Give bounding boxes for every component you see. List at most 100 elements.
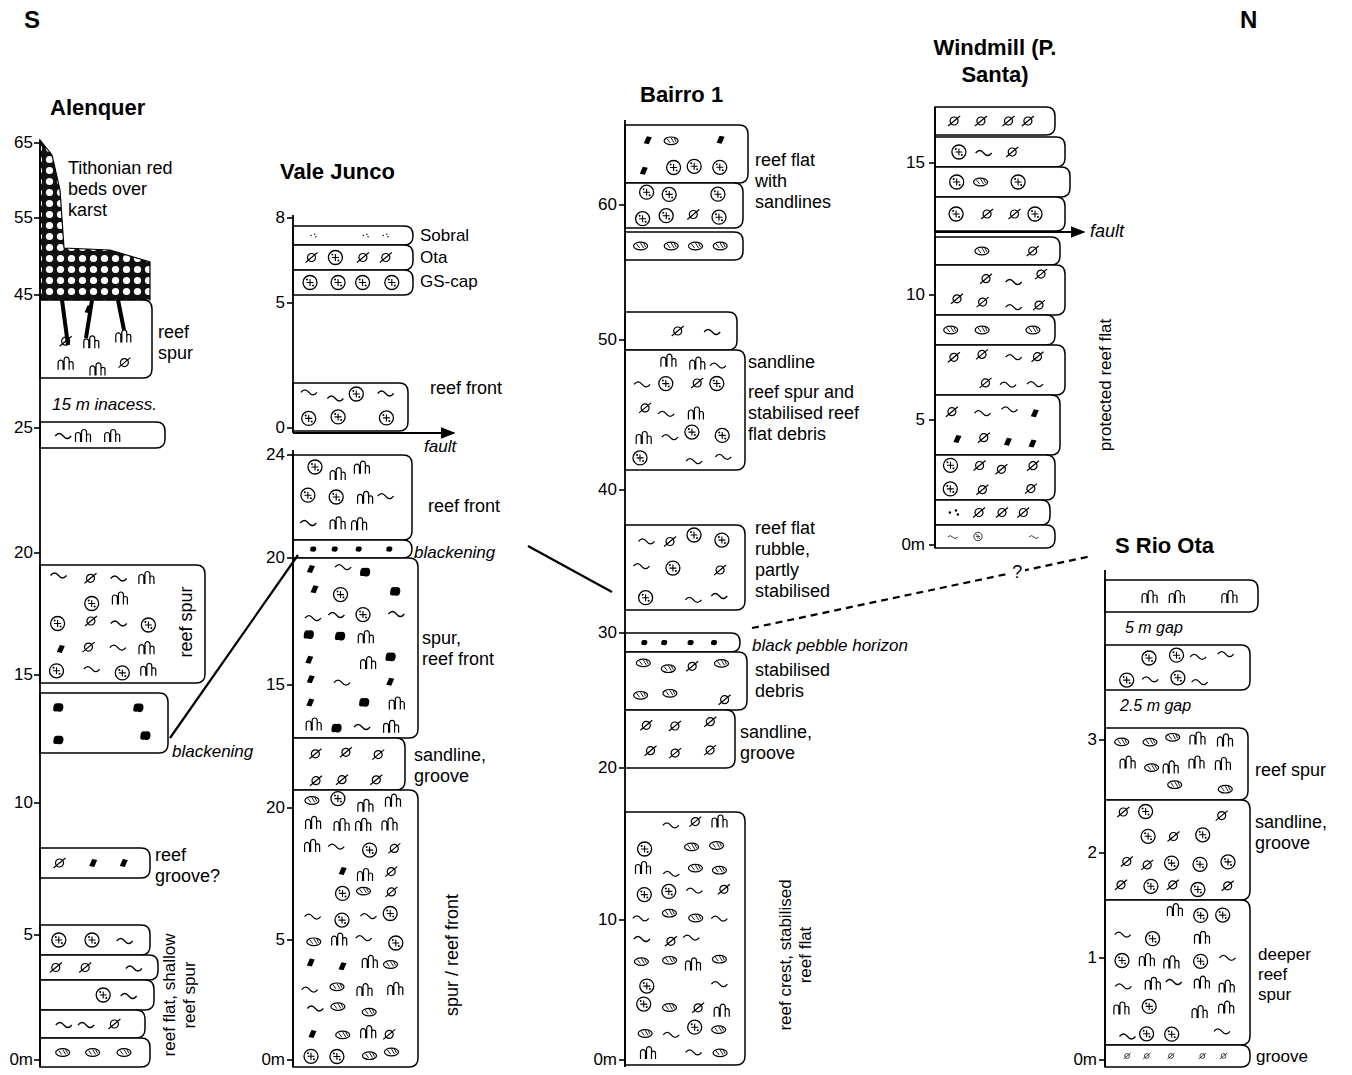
scale-tick [619, 919, 625, 921]
fossil-symbol [973, 508, 985, 518]
fossil-symbol [352, 518, 367, 531]
fossil-symbol [1115, 954, 1129, 968]
fossil-symbol [79, 963, 91, 973]
scale-number: 0m [0, 1050, 33, 1070]
fossil-symbol [1214, 1029, 1230, 1034]
fossil-symbol [383, 1029, 395, 1039]
fault-arrow [935, 231, 1084, 233]
section-column: S Rio Ota [1092, 528, 1262, 1070]
fossil-symbol [1144, 879, 1158, 893]
fossil-symbol [664, 137, 678, 145]
fossil-symbol [1027, 246, 1039, 256]
fossil-symbol [710, 842, 724, 850]
fossil-symbol [1025, 484, 1037, 494]
fossil-symbol [121, 994, 137, 999]
fossil-symbol [1142, 591, 1157, 604]
fossil-symbol [1219, 1001, 1234, 1014]
bed-outline [40, 1038, 150, 1067]
axis-line [934, 107, 936, 548]
correlation-line [528, 546, 612, 592]
fossil-symbol [1190, 654, 1206, 659]
fossil-symbol [634, 937, 650, 942]
fossil-symbol [1164, 956, 1179, 969]
fossil-symbol [309, 749, 321, 759]
karst-fissures [62, 300, 124, 345]
fossil-symbol [1120, 673, 1134, 687]
fossil-symbol [686, 459, 702, 464]
fossil-symbol [389, 936, 403, 950]
scale-number: 15 [881, 153, 925, 173]
fossil-symbol [385, 1048, 399, 1056]
bed-outline [40, 848, 150, 878]
fossil-symbol [356, 547, 362, 552]
fossil-symbol [1191, 883, 1205, 897]
fossil-symbol [378, 391, 394, 396]
section-column: Alenquer [28, 92, 170, 1070]
fossil-symbol [948, 116, 960, 126]
fossil-symbol [669, 748, 681, 758]
scale-tick [619, 204, 625, 206]
bed-outline [625, 652, 747, 710]
fossil-symbol [386, 547, 392, 552]
scale-tick [287, 302, 293, 304]
fossil-symbol [90, 363, 105, 376]
bed-outline [935, 167, 1070, 197]
fossil-symbol [712, 955, 726, 963]
fossil-symbol [96, 988, 110, 1002]
fossil-symbol [638, 1030, 652, 1038]
scale-tick [929, 294, 935, 296]
fossil-symbol [1006, 355, 1022, 360]
fossil-symbol [710, 377, 724, 391]
fossil-symbol [305, 656, 313, 664]
fossil-symbol [1168, 781, 1182, 789]
fossil-symbol [1165, 1027, 1179, 1041]
fossil-symbol [1196, 828, 1210, 842]
scale-number: 5 [881, 410, 925, 430]
fossil-symbol [361, 1026, 376, 1039]
fossil-symbol [1117, 807, 1129, 817]
bed-outline [935, 197, 1065, 231]
fossil-symbol [1114, 1002, 1129, 1015]
fossil-symbol [1139, 805, 1153, 819]
scale-number: 10 [573, 910, 617, 930]
facies-label: 2.5 m gap [1120, 697, 1191, 716]
fossil-symbol [686, 888, 702, 893]
fossil-symbol [108, 1019, 120, 1029]
fossil-symbol [691, 378, 703, 388]
fossil-symbol [715, 533, 729, 547]
fossil-symbol [662, 435, 678, 440]
fossil-symbol [712, 1026, 726, 1034]
bed-outline [40, 422, 165, 448]
scale-tick [619, 489, 625, 491]
fossil-symbol [300, 521, 316, 526]
scale-tick [929, 419, 935, 421]
fossil-symbol [354, 725, 370, 730]
fossil-symbol [58, 357, 73, 370]
bed-outline [1105, 1045, 1250, 1067]
fossil-symbol [1141, 829, 1155, 843]
scale-number: 20 [241, 798, 285, 818]
fossil-symbol [301, 390, 317, 395]
section-column: Windmill (P. Santa) [930, 34, 1060, 552]
fossil-symbol [1194, 976, 1209, 989]
scale-tick [287, 939, 293, 941]
fossil-symbol [1017, 508, 1029, 518]
bed-outline [625, 350, 745, 470]
fossil-symbol [662, 909, 676, 917]
fossil-symbol [1120, 756, 1135, 769]
fossil-symbol [336, 1031, 350, 1039]
scale-number: 60 [573, 195, 617, 215]
fossil-symbol [1222, 881, 1234, 891]
section-title: Windmill (P. Santa) [930, 34, 1060, 88]
fossil-symbol [663, 871, 679, 876]
scale-tick [619, 632, 625, 634]
fossil-symbol [363, 1052, 377, 1060]
fossil-symbol [126, 966, 142, 971]
fossil-symbol [305, 914, 321, 919]
scale-number: 15 [241, 675, 285, 695]
bed-outline [625, 125, 748, 183]
fossil-symbol [688, 640, 694, 645]
scale-number: 15 [0, 665, 33, 685]
fossil-symbol [976, 485, 988, 495]
fossil-symbol [1115, 984, 1131, 989]
